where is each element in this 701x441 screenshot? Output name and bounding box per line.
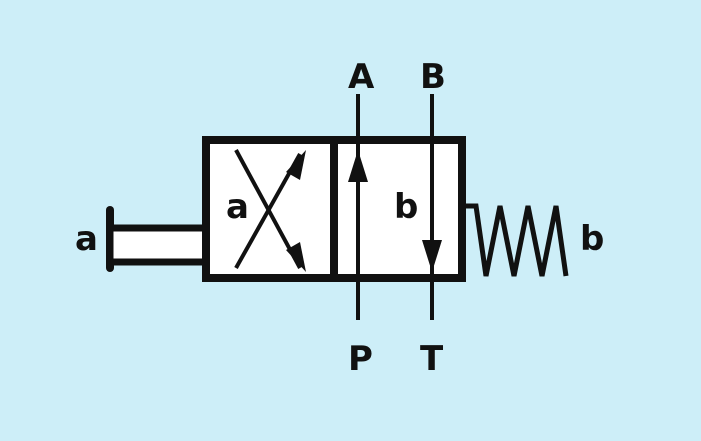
- valve-body: [202, 136, 466, 282]
- actuator-label-right: b: [580, 219, 604, 259]
- port-label-a: A: [348, 57, 375, 97]
- box-label-right: b: [394, 187, 418, 227]
- box-label-left: a: [226, 187, 249, 227]
- pushbutton-actuator: [106, 206, 210, 272]
- port-label-p: P: [348, 339, 373, 379]
- crossed-flow-arrows: [234, 149, 306, 272]
- actuator-label-left: a: [75, 219, 98, 259]
- spring-actuator: [462, 203, 569, 277]
- parallel-flow-arrows: [348, 140, 442, 278]
- port-label-b: B: [420, 57, 446, 97]
- port-label-t: T: [420, 339, 444, 379]
- port-lines: [356, 94, 434, 320]
